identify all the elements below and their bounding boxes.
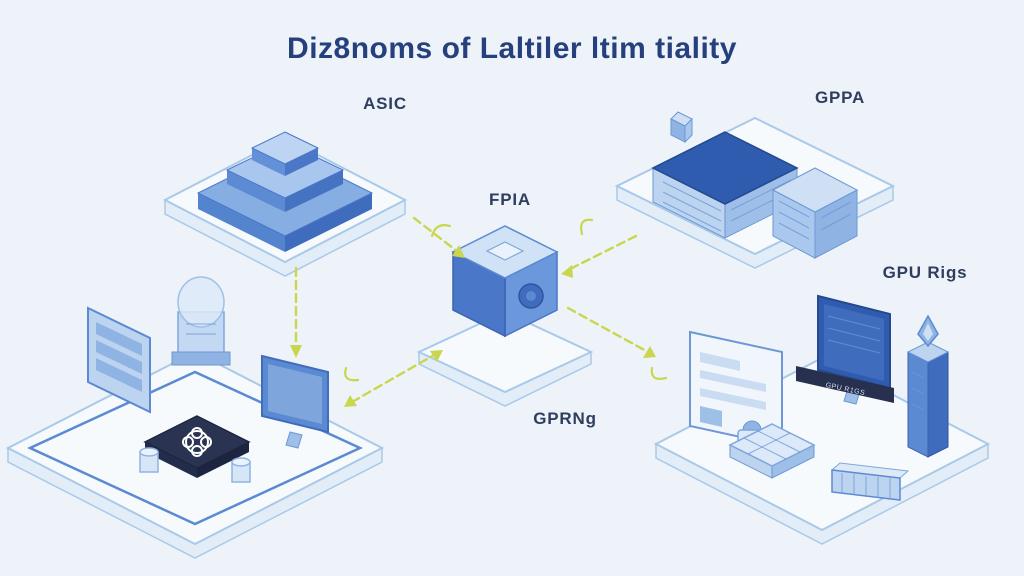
cube-top-port bbox=[485, 241, 525, 261]
arrowhead-asic-cube bbox=[452, 245, 465, 258]
arrowhead-cube-rig bbox=[643, 346, 656, 358]
fpga-platform bbox=[416, 310, 594, 407]
gpu-rigs-label: GPU Rigs bbox=[883, 263, 968, 282]
keyboard bbox=[728, 423, 816, 479]
curl-mark-1 bbox=[430, 224, 452, 238]
psu-box bbox=[830, 462, 910, 501]
connector-cube-rig bbox=[566, 306, 650, 354]
dome-tower bbox=[171, 276, 231, 366]
fpia-label: FPIA bbox=[489, 190, 531, 209]
connector-gppa-cube bbox=[568, 234, 638, 271]
arrowhead-down bbox=[290, 345, 302, 358]
rack-chimney bbox=[670, 111, 693, 144]
chip-logo bbox=[182, 427, 212, 457]
side-monitor bbox=[261, 354, 329, 449]
fpga-cube bbox=[451, 225, 559, 338]
curl-mark-2 bbox=[580, 218, 594, 236]
server-rack-main bbox=[651, 131, 799, 239]
connector-asic-cube bbox=[412, 216, 460, 254]
small-cylinder-left bbox=[139, 447, 159, 473]
gpu-tower bbox=[906, 314, 950, 458]
gprng-label: GPRNg bbox=[533, 409, 597, 428]
server-rack-side bbox=[771, 167, 859, 259]
asic-chip-stack bbox=[196, 131, 374, 252]
tower-crystal-core bbox=[923, 323, 933, 341]
asic-label: ASIC bbox=[363, 94, 407, 113]
connector-mining-cube bbox=[350, 353, 436, 404]
cube-fan-hub bbox=[526, 291, 536, 301]
arrowhead-to-mining bbox=[344, 395, 357, 407]
diagram-title: Diz8noms of Laltiler ltim tiality bbox=[287, 32, 737, 65]
arrowhead-gppa-cube bbox=[561, 265, 573, 278]
server-panel-left bbox=[87, 306, 151, 414]
curl-mark-3 bbox=[344, 366, 360, 382]
gppa-label: GPPA bbox=[815, 88, 865, 107]
connectors bbox=[290, 216, 668, 407]
curl-mark-4 bbox=[650, 366, 668, 380]
laptop-panel bbox=[689, 330, 783, 448]
arrowhead-to-cube-left bbox=[430, 350, 443, 362]
small-cylinder-right bbox=[231, 457, 251, 483]
